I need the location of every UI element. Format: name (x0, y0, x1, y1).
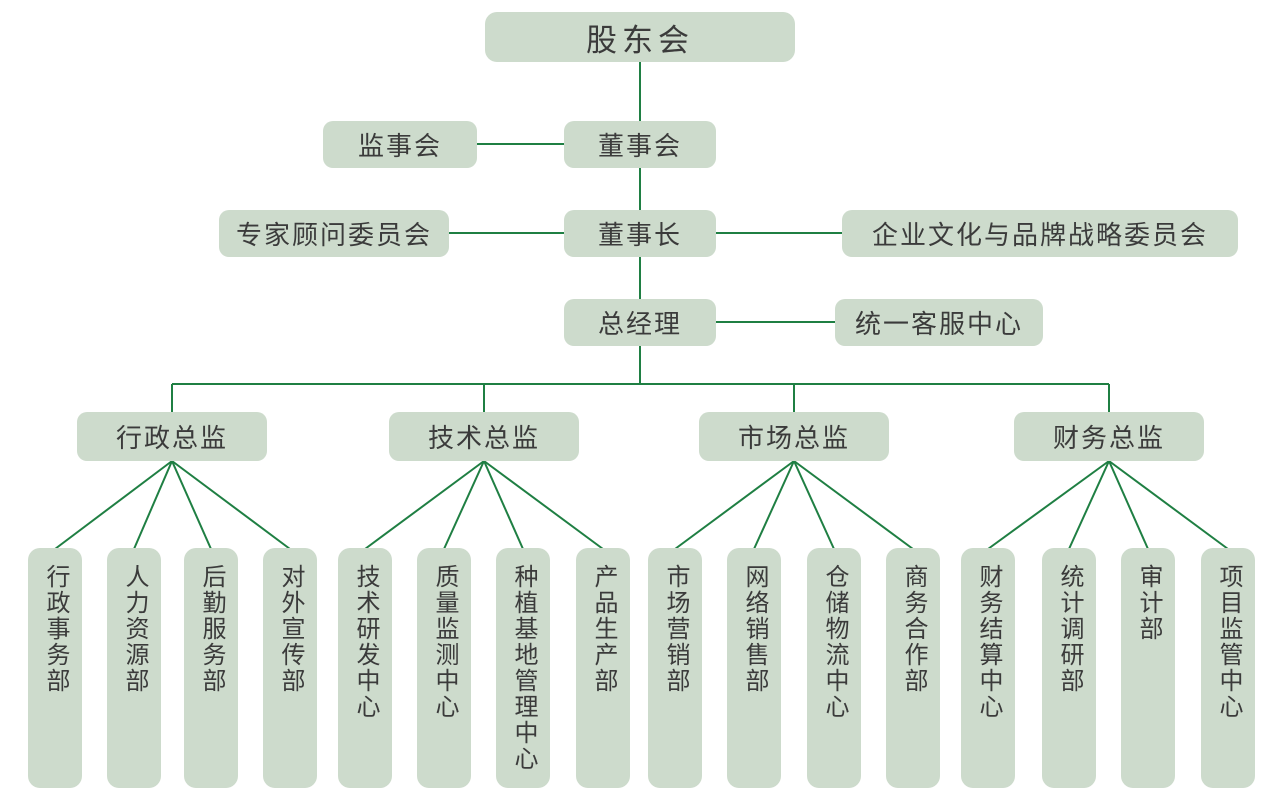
org-node-dept-financial-settlement: 财务结算中心 (961, 548, 1015, 788)
connector-market-dept2 (753, 460, 795, 550)
org-node-dept-marketing: 市场营销部 (648, 548, 702, 788)
org-node-dept-business-cooperation: 商务合作部 (886, 548, 940, 788)
connector-finance-dept2 (1068, 460, 1110, 550)
connector-admin-dept4 (171, 460, 291, 550)
dept-label: 产品生产部 (590, 564, 617, 694)
dept-label: 质量监测中心 (431, 564, 458, 720)
dept-label: 网络销售部 (741, 564, 768, 694)
dept-label: 项目监管中心 (1215, 564, 1242, 720)
connector-admin-dept1 (54, 460, 173, 550)
connector-market-dept1 (674, 460, 795, 550)
connector-finance-dept4 (1108, 460, 1229, 550)
org-node-dept-quality-monitoring: 质量监测中心 (417, 548, 471, 788)
org-node-general-manager: 总经理 (564, 299, 716, 346)
org-node-culture-brand-committee: 企业文化与品牌战略委员会 (842, 210, 1238, 257)
dept-label: 商务合作部 (900, 564, 927, 694)
org-node-dept-admin-affairs: 行政事务部 (28, 548, 82, 788)
dept-label: 技术研发中心 (352, 564, 379, 720)
dept-label: 对外宣传部 (277, 564, 304, 694)
org-node-dept-external-publicity: 对外宣传部 (263, 548, 317, 788)
org-node-dept-logistics-service: 后勤服务部 (184, 548, 238, 788)
connector-finance-dept3 (1108, 460, 1149, 550)
org-node-supervisory-board: 监事会 (323, 121, 477, 168)
connector-tech-dept2 (443, 460, 485, 550)
dept-label: 行政事务部 (42, 564, 69, 694)
connector-finance-dept1 (987, 460, 1110, 550)
org-node-dept-production: 产品生产部 (576, 548, 630, 788)
dept-label: 审计部 (1135, 564, 1162, 642)
dept-label: 财务结算中心 (975, 564, 1002, 720)
org-node-dept-project-supervision: 项目监管中心 (1201, 548, 1255, 788)
connector-tech-dept4 (483, 460, 604, 550)
org-node-expert-committee: 专家顾问委员会 (219, 210, 449, 257)
connector-market-dept3 (793, 460, 835, 550)
org-node-finance-director: 财务总监 (1014, 412, 1204, 461)
org-node-tech-director: 技术总监 (389, 412, 579, 461)
dept-label: 人力资源部 (121, 564, 148, 694)
org-node-admin-director: 行政总监 (77, 412, 267, 461)
org-node-service-center: 统一客服中心 (835, 299, 1043, 346)
org-node-dept-statistics-research: 统计调研部 (1042, 548, 1096, 788)
org-node-dept-human-resources: 人力资源部 (107, 548, 161, 788)
org-node-market-director: 市场总监 (699, 412, 889, 461)
org-node-dept-warehouse-logistics: 仓储物流中心 (807, 548, 861, 788)
org-node-dept-planting-base: 种植基地管理中心 (496, 548, 550, 788)
dept-label: 市场营销部 (662, 564, 689, 694)
org-node-dept-online-sales: 网络销售部 (727, 548, 781, 788)
connector-admin-dept3 (171, 460, 212, 550)
dept-label: 仓储物流中心 (821, 564, 848, 720)
connector-admin-dept2 (133, 460, 173, 550)
org-node-board-of-directors: 董事会 (564, 121, 716, 168)
org-node-chairman: 董事长 (564, 210, 716, 257)
dept-label: 种植基地管理中心 (510, 564, 537, 772)
connector-tech-dept1 (364, 460, 485, 550)
org-node-dept-audit: 审计部 (1121, 548, 1175, 788)
connector-tech-dept3 (483, 460, 524, 550)
org-node-dept-rnd-center: 技术研发中心 (338, 548, 392, 788)
org-node-shareholders: 股东会 (485, 12, 795, 62)
dept-label: 后勤服务部 (198, 564, 225, 694)
dept-label: 统计调研部 (1056, 564, 1083, 694)
connector-market-dept4 (793, 460, 914, 550)
